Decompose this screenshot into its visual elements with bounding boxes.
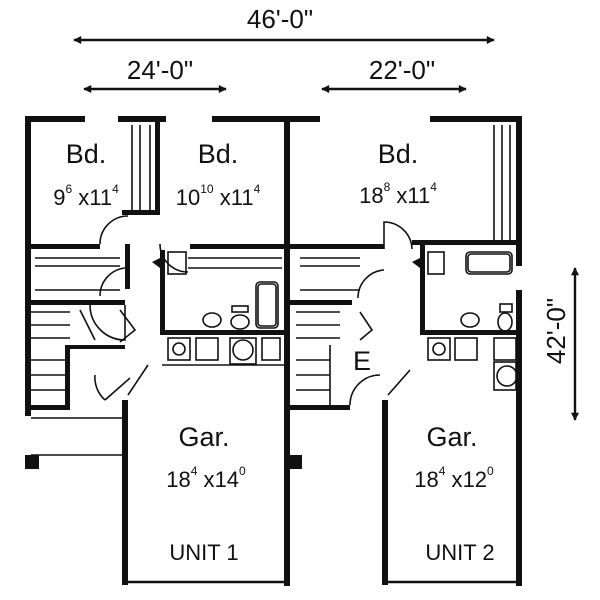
- unit2-details: [296, 221, 518, 406]
- unit2-walls: [288, 116, 522, 586]
- unit2-bedroom-size: 188 x114: [359, 180, 437, 208]
- unit1-bedroom-right-label: Bd.: [198, 139, 239, 169]
- unit2-width-dimension: 22'-0": [321, 55, 467, 93]
- depth-label: 42'-0": [541, 298, 571, 364]
- unit1-bedroom-left-label: Bd.: [66, 139, 107, 169]
- unit1-walls: [25, 116, 290, 586]
- unit2-bedroom-label: Bd.: [378, 139, 419, 169]
- unit1-bedroom-right-size: 1010 x114: [176, 182, 261, 210]
- unit1-garage-label: Gar.: [178, 422, 229, 452]
- unit1-bedroom-left-size: 96 x114: [53, 182, 119, 210]
- unit1-garage-size: 184 x140: [166, 464, 246, 492]
- overall-width-label: 46'-0": [247, 4, 313, 34]
- unit1-width-label: 24'-0": [127, 55, 193, 85]
- unit2-garage-size: 184 x120: [414, 464, 494, 492]
- unit2-width-label: 22'-0": [369, 55, 435, 85]
- unit1-name-label: UNIT 1: [169, 540, 238, 565]
- overall-width-dimension: 46'-0": [73, 4, 495, 44]
- depth-dimension: 42'-0": [541, 267, 579, 421]
- unit2-name-label: UNIT 2: [425, 540, 494, 565]
- unit1-details: [31, 215, 284, 401]
- unit2-garage-label: Gar.: [426, 422, 477, 452]
- unit2-entry-label: E: [353, 346, 371, 376]
- unit1-width-dimension: 24'-0": [83, 55, 227, 93]
